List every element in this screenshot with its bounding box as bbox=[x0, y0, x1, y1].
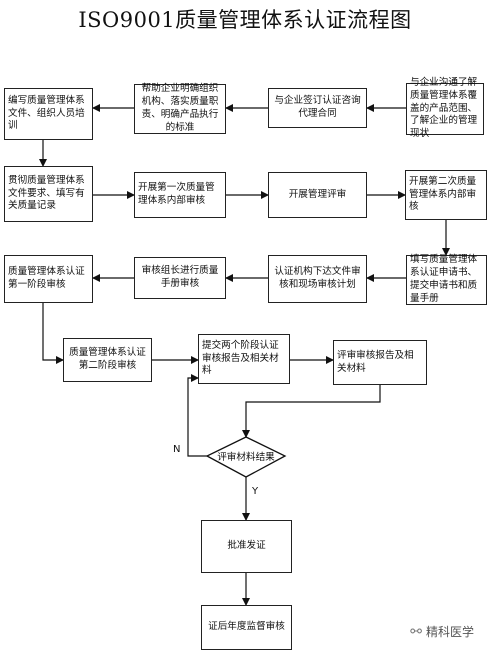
step-management-review: 开展管理评审 bbox=[268, 172, 367, 218]
step-evaluate-reports: 评审审核报告及相关材料 bbox=[333, 340, 427, 385]
step-second-internal-audit: 开展第二次质量管理体系内部审核 bbox=[405, 170, 487, 220]
decision-label: 评审材料结果 bbox=[217, 452, 275, 463]
step-understand-enterprise: 与企业沟通了解质量管理体系覆盖的产品范围、了解企业的管理现状 bbox=[406, 77, 484, 139]
step-write-documents: 编写质量管理体系文件、组织人员培训 bbox=[4, 88, 93, 140]
arrow-s15-decision bbox=[242, 385, 381, 438]
wechat-icon: ⚯ bbox=[410, 623, 422, 640]
step-audit-plan: 认证机构下达文件审核和现场审核计划 bbox=[268, 255, 367, 303]
branch-yes-label: Y bbox=[252, 486, 259, 497]
step-annual-surveillance: 证后年度监督审核 bbox=[201, 605, 292, 650]
step-manual-review: 审核组长进行质量手册审核 bbox=[134, 257, 226, 299]
branch-no-label: N bbox=[173, 444, 181, 455]
step-submit-application: 填写质量管理体系认证申请书、提交申请书和质量手册 bbox=[406, 254, 487, 305]
step-stage-two-audit: 质量管理体系认证第二阶段审核 bbox=[63, 338, 152, 382]
decision-diamond bbox=[205, 436, 287, 478]
arrow-decision-no bbox=[187, 374, 209, 457]
step-stage-one-audit: 质量管理体系认证第一阶段审核 bbox=[4, 255, 93, 303]
step-approve-certificate: 批准发证 bbox=[201, 520, 292, 573]
step-clarify-organization: 帮助企业明确组织机构、落实质量职责、明确产品执行的标准 bbox=[134, 83, 226, 134]
watermark: ⚯ 精科医学 bbox=[410, 623, 474, 640]
arrow-s12-s13 bbox=[42, 303, 64, 364]
step-submit-reports: 提交两个阶段认证审核报告及相关材料 bbox=[198, 334, 290, 384]
step-first-internal-audit: 开展第一次质量管理体系内部审核 bbox=[134, 172, 226, 218]
step-sign-contract: 与企业签订认证咨询代理合同 bbox=[268, 88, 367, 128]
step-implement-system: 贯彻质量管理体系文件要求、填写有关质量记录 bbox=[4, 166, 93, 222]
page-title: ISO9001质量管理体系认证流程图 bbox=[78, 8, 412, 32]
watermark-text: 精科医学 bbox=[425, 625, 474, 639]
